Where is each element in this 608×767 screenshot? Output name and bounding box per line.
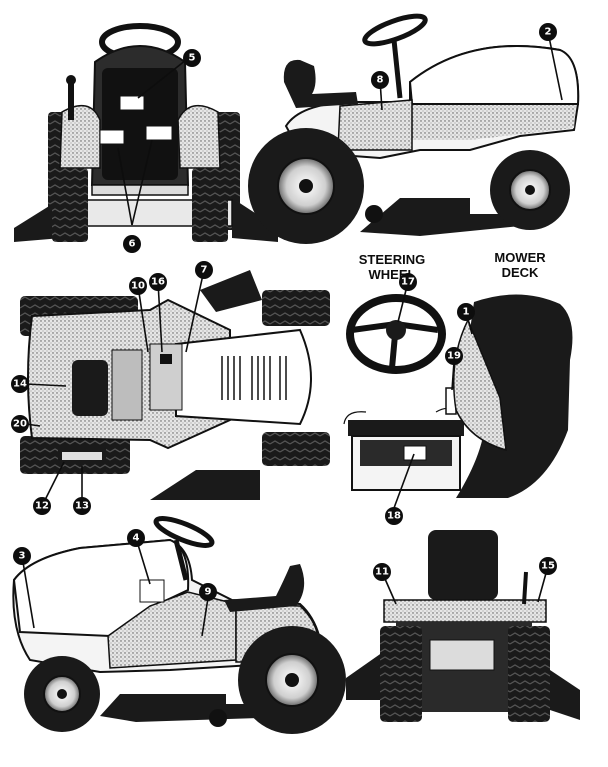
callout-17-label: 17 [401, 277, 415, 288]
callout-11: 11 [373, 563, 391, 581]
mower-deck-label-line1: MOWER [494, 250, 546, 265]
callout-20-label: 20 [13, 419, 27, 430]
callout-13-label: 13 [75, 501, 89, 512]
callout-6: 6 [123, 235, 141, 253]
steering-wheel-label-line1: STEERING [359, 252, 425, 267]
tractor-rear-view [346, 530, 580, 722]
callout-9-label: 9 [205, 587, 212, 598]
callout-14: 14 [11, 375, 29, 393]
callout-1-label: 1 [463, 307, 470, 318]
callout-14-label: 14 [13, 379, 27, 390]
callout-15-label: 15 [541, 561, 555, 572]
mower-deck-label-line2: DECK [502, 265, 539, 280]
callout-16-label: 16 [151, 277, 165, 288]
callout-9: 9 [199, 583, 217, 601]
callout-12: 12 [33, 497, 51, 515]
callout-19: 19 [445, 347, 463, 365]
tractor-front-view [14, 23, 278, 242]
callout-7-label: 7 [201, 265, 208, 276]
callout-4-label: 4 [133, 533, 140, 544]
callout-3-label: 3 [19, 551, 26, 562]
callout-4: 4 [127, 529, 145, 547]
callout-7: 7 [195, 261, 213, 279]
callout-18-label: 18 [387, 511, 401, 522]
tractor-right-side-view [248, 13, 580, 244]
callout-10: 10 [129, 277, 147, 295]
callout-8: 8 [371, 71, 389, 89]
callout-13: 13 [73, 497, 91, 515]
callout-10-label: 10 [131, 281, 145, 292]
callout-2: 2 [539, 23, 557, 41]
callout-15: 15 [539, 557, 557, 575]
callout-16: 16 [149, 273, 167, 291]
callout-2-label: 2 [545, 27, 552, 38]
callout-1: 1 [457, 303, 475, 321]
callout-18: 18 [385, 507, 403, 525]
callout-5: 5 [183, 49, 201, 67]
callout-17: 17 [399, 273, 417, 291]
battery-view [343, 361, 464, 509]
callout-6-label: 6 [129, 239, 136, 250]
callout-8-label: 8 [377, 75, 384, 86]
callout-3: 3 [13, 547, 31, 565]
mower-deck-view: MOWER DECK [452, 250, 573, 498]
callout-5-label: 5 [189, 53, 196, 64]
steering-wheel-view: STEERING WHEEL [346, 252, 446, 374]
callout-11-label: 11 [375, 567, 389, 578]
callout-19-label: 19 [447, 351, 461, 362]
tractor-top-view [20, 269, 330, 507]
callout-20: 20 [11, 415, 29, 433]
tractor-left-side-view [12, 516, 346, 734]
callout-12-label: 12 [35, 501, 49, 512]
